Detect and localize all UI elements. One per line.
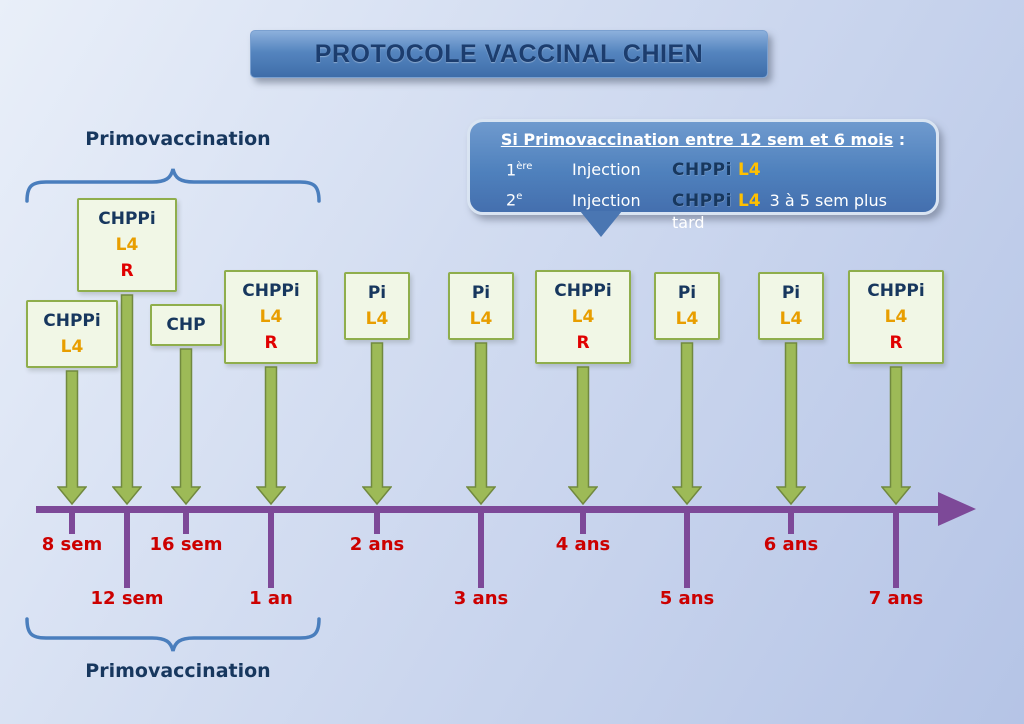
vaccine-valence: L4 [737,190,761,211]
vaccine-component-l4: L4 [675,309,699,329]
timeline-tick-3-ans [478,506,484,588]
vaccine-component-chppi: CHPPi [867,281,925,301]
injection-2-note: 3 à 5 sem plus tard [672,190,887,232]
vaccine-component-l4: L4 [469,309,493,329]
timeline-label-8-sem: 8 sem [41,534,103,555]
vaccine-component-l4: L4 [779,309,803,329]
timeline-axis [36,506,942,513]
timeline-label-16-sem: 16 sem [149,534,223,555]
callout-pointer [580,211,622,237]
timeline-label-7-ans: 7 ans [868,588,924,609]
vaccine-component-r: R [264,333,278,353]
down-arrow-icon-7-ans [881,366,911,505]
vaccine-component-chp: CHP [166,315,206,335]
down-arrow-icon-1-an [256,366,286,505]
vaccine-name: CHPPi [672,160,732,181]
brace-bottom [25,617,321,652]
title-banner: PROTOCOLE VACCINAL CHIEN [250,30,768,78]
timeline-tick-6-ans [788,506,794,534]
down-arrow-icon-2-ans [362,342,392,505]
injection-1-ordinal: 1ère [506,160,533,180]
vaccine-component-chppi: CHPPi [43,311,101,331]
timeline-arrowhead-icon [938,492,976,526]
vaccine-component-chppi: CHPPi [554,281,612,301]
down-arrow-icon-8-sem [57,370,87,505]
timeline-label-3-ans: 3 ans [453,588,509,609]
timeline-tick-2-ans [374,506,380,534]
timeline-tick-7-ans [893,506,899,588]
timeline-tick-16-sem [183,506,189,534]
vaccine-component-pi: Pi [471,283,491,303]
vaccine-component-l4: L4 [259,307,283,327]
timeline-tick-12-sem [124,506,130,588]
vaccine-component-pi: Pi [781,283,801,303]
callout-heading: Si Primovaccination entre 12 sem et 6 mo… [484,129,922,151]
callout-heading-text: Si Primovaccination entre 12 sem et 6 mo… [500,130,894,149]
vaccine-component-chppi: CHPPi [242,281,300,301]
timeline-tick-4-ans [580,506,586,534]
vaccine-component-r: R [576,333,590,353]
primovaccination-label-bottom: Primovaccination [85,660,271,682]
timeline-label-2-ans: 2 ans [349,534,405,555]
down-arrow-icon-4-ans [568,366,598,505]
vaccine-valence: L4 [737,160,761,181]
timeline-tick-1-an [268,506,274,588]
page-title: PROTOCOLE VACCINAL CHIEN [314,39,704,68]
vaccine-box-16-sem: CHP [150,304,222,346]
injection-1-action: Injection [572,160,641,180]
timeline-tick-8-sem [69,506,75,534]
vaccine-name: CHPPi [672,190,732,211]
callout-box: Si Primovaccination entre 12 sem et 6 mo… [467,119,939,237]
injection-2-action: Injection [572,190,641,210]
timeline-tick-5-ans [684,506,690,588]
timeline-label-6-ans: 6 ans [763,534,819,555]
down-arrow-icon-3-ans [466,342,496,505]
down-arrow-icon-5-ans [672,342,702,505]
timeline-label-12-sem: 12 sem [90,588,164,609]
vaccine-component-pi: Pi [367,283,387,303]
vaccine-component-r: R [889,333,903,353]
down-arrow-icon-16-sem [171,348,201,505]
timeline-label-5-ans: 5 ans [659,588,715,609]
vaccine-component-r: R [120,261,134,281]
vaccine-component-l4: L4 [571,307,595,327]
timeline-label-4-ans: 4 ans [555,534,611,555]
vaccine-component-chppi: CHPPi [98,209,156,229]
timeline-label-1-an: 1 an [249,588,293,609]
down-arrow-icon-6-ans [776,342,806,505]
brace-top [25,168,321,203]
callout-heading-colon: : [893,130,906,149]
primovaccination-label-top: Primovaccination [85,128,271,150]
vaccine-component-l4: L4 [884,307,908,327]
down-arrow-icon-12-sem [112,294,142,505]
vaccine-component-l4: L4 [115,235,139,255]
injection-2-ordinal: 2e [506,190,523,210]
vaccine-component-pi: Pi [677,283,697,303]
vaccine-component-l4: L4 [365,309,389,329]
vaccine-component-l4: L4 [60,337,84,357]
